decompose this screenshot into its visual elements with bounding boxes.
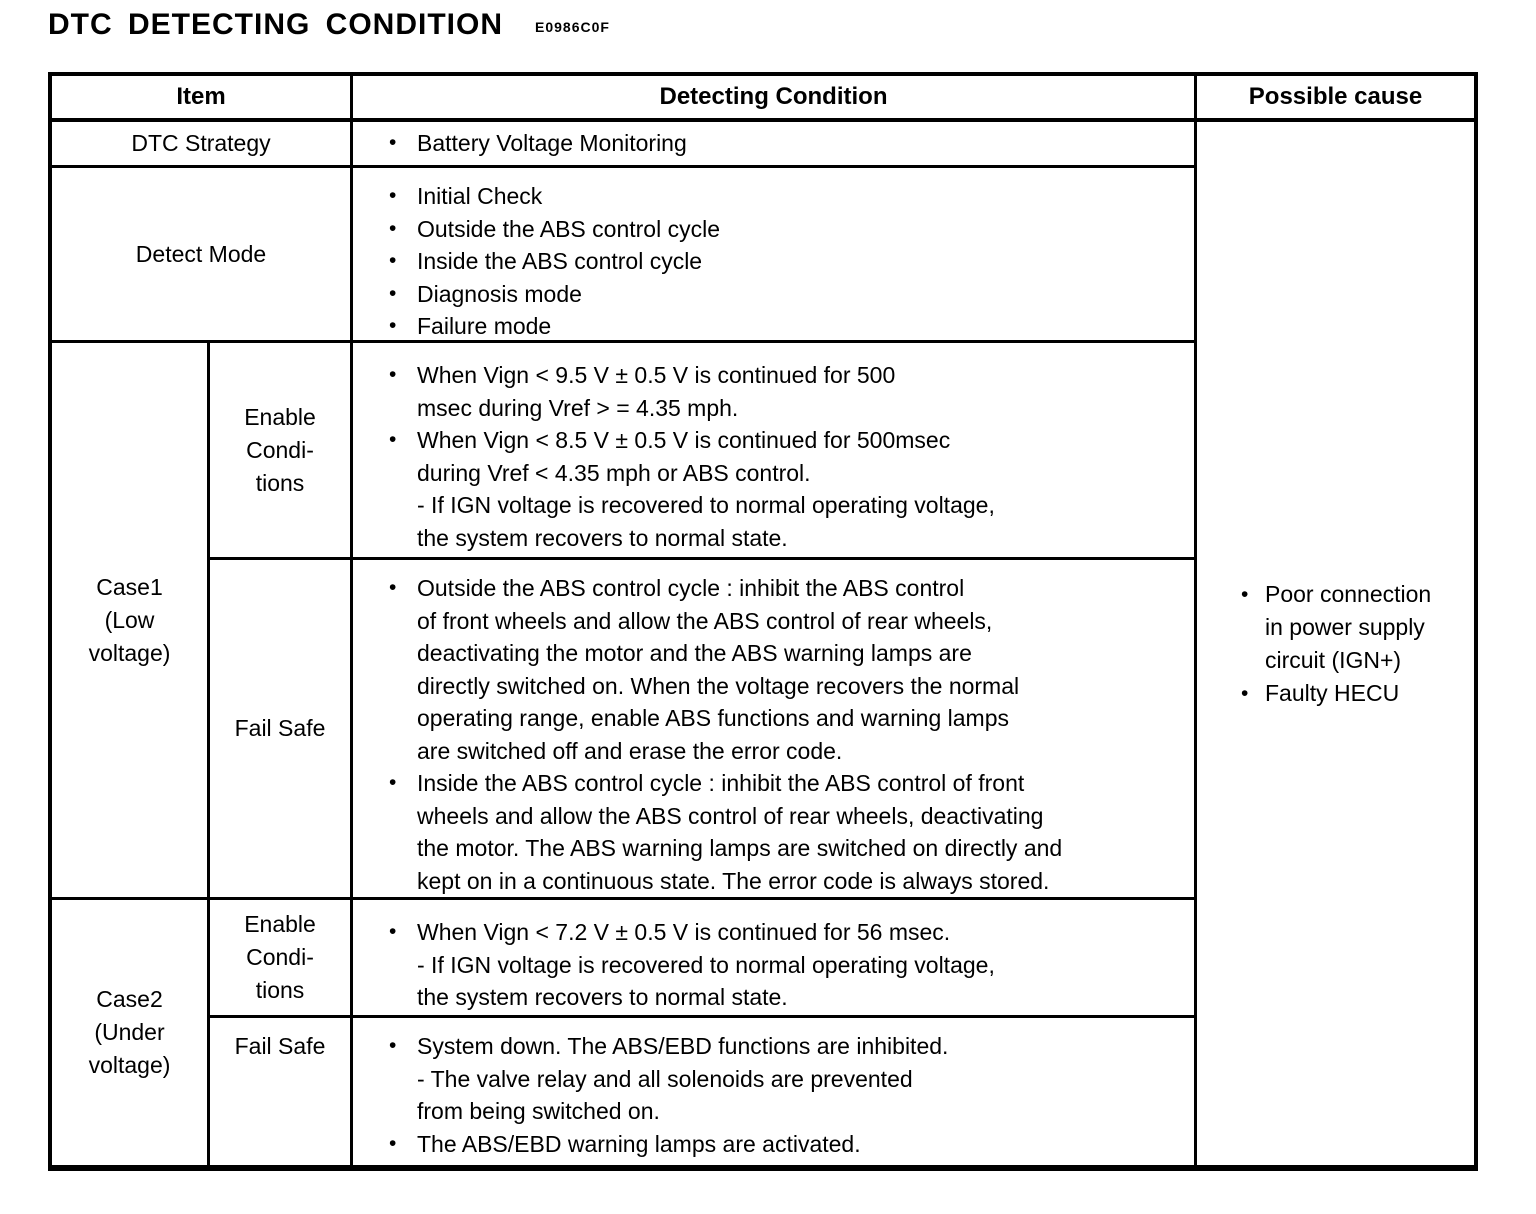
- bullet-text: Initial Check: [417, 183, 543, 209]
- possible-cause-cell: • Poor connection in power supply circui…: [1197, 122, 1474, 1165]
- bullet-item: • Battery Voltage Monitoring: [387, 127, 1186, 160]
- page-title-row: DTC DETECTING CONDITION E0986C0F: [48, 8, 610, 42]
- bullet-item: • When Vign < 7.2 V ± 0.5 V is continued…: [387, 916, 1186, 1014]
- bullet-icon: •: [389, 363, 397, 386]
- bullet-item: • Inside the ABS control cycle: [387, 245, 1186, 278]
- bullet-icon: •: [389, 1131, 397, 1155]
- bullet-text: Failure mode: [417, 313, 552, 339]
- bullet-item: • Poor connection in power supply circui…: [1239, 578, 1468, 677]
- dtc-strategy-label: DTC Strategy: [52, 122, 353, 168]
- case1-fail-safe-text: • Outside the ABS control cycle : inhibi…: [353, 560, 1197, 900]
- bullet-item: • When Vign < 9.5 V ± 0.5 V is continued…: [387, 359, 1186, 424]
- bullet-text: Outside the ABS control cycle : inhibit …: [417, 575, 1020, 764]
- bullet-icon: •: [389, 428, 397, 451]
- bullet-icon: •: [389, 576, 397, 599]
- bullet-text: Inside the ABS control cycle : inhibit t…: [417, 770, 1063, 894]
- page-code: E0986C0F: [535, 19, 610, 35]
- bullet-text: When Vign < 9.5 V ± 0.5 V is continued f…: [417, 362, 896, 421]
- bullet-item: • The ABS/EBD warning lamps are activate…: [387, 1128, 1186, 1161]
- bullet-icon: •: [389, 1034, 397, 1057]
- bullet-icon: •: [389, 216, 397, 240]
- case1-fail-safe-label: Fail Safe: [210, 560, 353, 900]
- bullet-text: Battery Voltage Monitoring: [417, 130, 687, 157]
- detect-mode-condition: • Initial Check • Outside the ABS contro…: [353, 168, 1197, 343]
- bullet-icon: •: [389, 184, 397, 207]
- case1-enable-conditions-text: • When Vign < 9.5 V ± 0.5 V is continued…: [353, 343, 1197, 560]
- bullet-icon: •: [389, 249, 397, 272]
- bullet-item: • When Vign < 8.5 V ± 0.5 V is continued…: [387, 424, 1186, 554]
- bullet-item: • Faulty HECU: [1239, 677, 1468, 710]
- case2-fail-safe-text: • System down. The ABS/EBD functions are…: [353, 1018, 1197, 1165]
- case1-enable-conditions-label: Enable Condi- tions: [210, 343, 353, 560]
- page-title: DTC DETECTING CONDITION: [48, 8, 503, 41]
- bullet-item: • Diagnosis mode: [387, 278, 1186, 311]
- column-header-item: Item: [52, 76, 353, 122]
- case2-enable-conditions-text: • When Vign < 7.2 V ± 0.5 V is continued…: [353, 900, 1197, 1018]
- bullet-item: • Failure mode: [387, 310, 1186, 340]
- bullet-text: When Vign < 8.5 V ± 0.5 V is continued f…: [417, 427, 995, 551]
- bullet-text: Outside the ABS control cycle: [417, 215, 720, 242]
- column-header-possible-cause: Possible cause: [1197, 76, 1474, 122]
- bullet-item: • System down. The ABS/EBD functions are…: [387, 1030, 1186, 1128]
- bullet-icon: •: [389, 920, 397, 943]
- dtc-strategy-condition: • Battery Voltage Monitoring: [353, 122, 1197, 168]
- bullet-icon: •: [389, 131, 397, 155]
- bullet-text: Diagnosis mode: [417, 280, 582, 307]
- bullet-text: When Vign < 7.2 V ± 0.5 V is continued f…: [417, 919, 995, 1010]
- bullet-text: The ABS/EBD warning lamps are activated.: [417, 1130, 861, 1157]
- bullet-item: • Initial Check: [387, 180, 1186, 213]
- bullet-text: Poor connection in power supply circuit …: [1265, 580, 1432, 673]
- case2-label: Case2 (Under voltage): [52, 900, 210, 1165]
- bullet-item: • Outside the ABS control cycle : inhibi…: [387, 572, 1186, 767]
- bullet-icon: •: [389, 771, 397, 794]
- bullet-text: Faulty HECU: [1265, 679, 1400, 706]
- detect-mode-label: Detect Mode: [52, 168, 353, 343]
- bullet-item: • Inside the ABS control cycle : inhibit…: [387, 767, 1186, 897]
- bullet-icon: •: [389, 314, 397, 337]
- bullet-icon: •: [1241, 681, 1249, 705]
- case2-enable-conditions-label: Enable Condi- tions: [210, 900, 353, 1018]
- bullet-icon: •: [1241, 582, 1249, 606]
- column-header-detecting-condition: Detecting Condition: [353, 76, 1197, 122]
- case1-label: Case1 (Low voltage): [52, 343, 210, 900]
- bullet-icon: •: [389, 281, 397, 305]
- bullet-item: • Outside the ABS control cycle: [387, 213, 1186, 246]
- bullet-text: Inside the ABS control cycle: [417, 248, 703, 274]
- case2-fail-safe-label: Fail Safe: [210, 1018, 353, 1165]
- dtc-detecting-condition-table: Item Detecting Condition Possible cause …: [48, 72, 1478, 1171]
- bullet-text: System down. The ABS/EBD functions are i…: [417, 1033, 949, 1124]
